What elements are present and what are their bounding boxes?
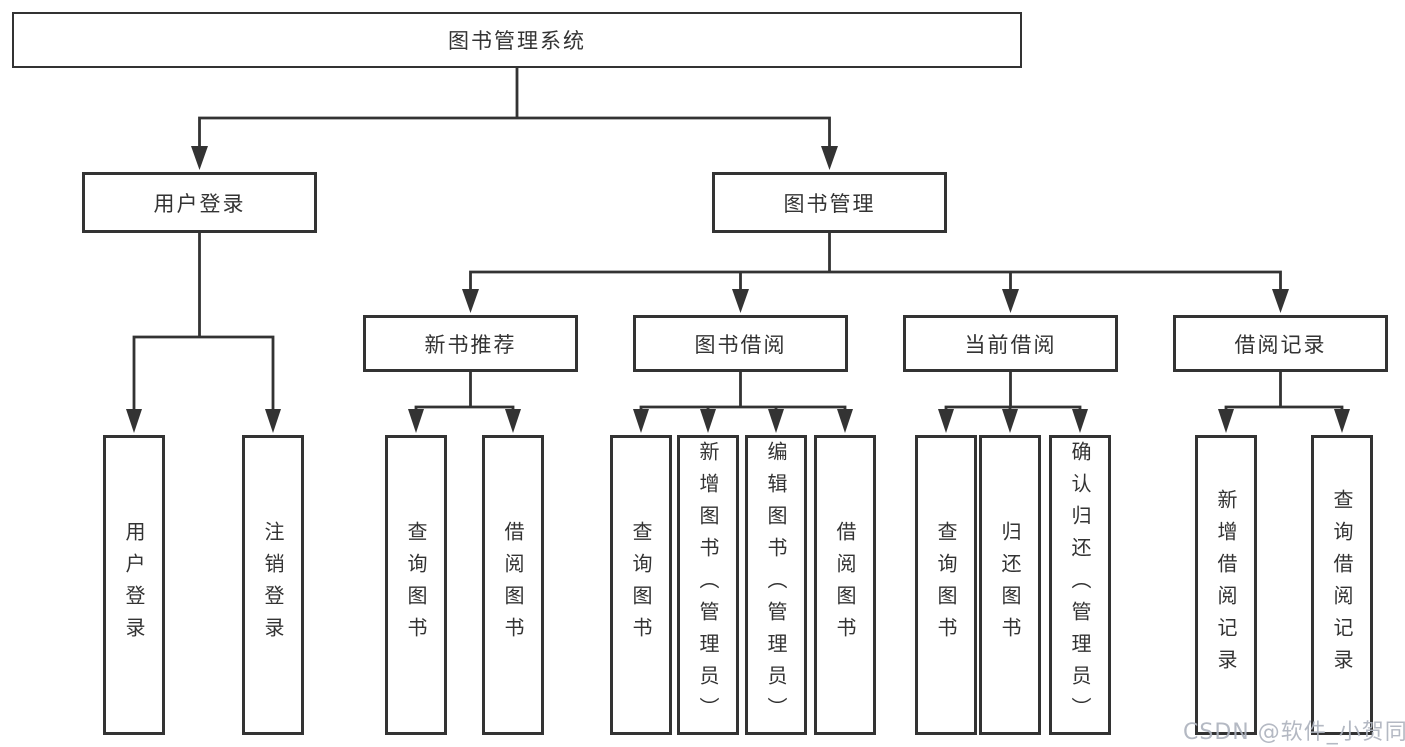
node-label: 查询图书 xyxy=(934,521,958,649)
node-label: 借阅图书 xyxy=(501,521,525,649)
arrow-icon xyxy=(1218,409,1234,433)
node-new-book-recommend: 新书推荐 xyxy=(363,315,578,372)
node-add-book-admin: 新增图书（管理员） xyxy=(677,435,739,735)
edge-root-to-level2 xyxy=(198,66,831,152)
node-label: 图书借阅 xyxy=(694,332,787,357)
node-borrowing-records: 借阅记录 xyxy=(1173,315,1388,372)
arrow-icon xyxy=(462,289,479,313)
node-book-management: 图书管理 xyxy=(712,172,947,233)
node-label: 确认归还（管理员） xyxy=(1068,441,1092,729)
arrowheads xyxy=(126,146,1350,433)
node-label: 新增借阅记录 xyxy=(1214,489,1238,681)
node-label: 查询图书 xyxy=(629,521,653,649)
node-label: 归还图书 xyxy=(998,521,1022,649)
edge-bookmgmt-to-level3 xyxy=(469,231,1282,295)
node-label: 图书管理系统 xyxy=(448,29,586,53)
node-confirm-return-admin: 确认归还（管理员） xyxy=(1049,435,1111,735)
node-label: 查询图书 xyxy=(404,521,428,649)
node-label: 借阅记录 xyxy=(1234,332,1327,357)
node-label: 编辑图书（管理员） xyxy=(764,441,788,729)
arrow-icon xyxy=(732,289,749,313)
arrow-icon xyxy=(1072,409,1088,433)
node-user-login-leaf: 用户登录 xyxy=(103,435,165,735)
node-current-borrowing: 当前借阅 xyxy=(903,315,1118,372)
node-label: 图书管理 xyxy=(783,191,876,216)
edge-newbook-to-leaves xyxy=(414,370,515,413)
node-label: 借阅图书 xyxy=(833,521,857,649)
arrow-icon xyxy=(938,409,954,433)
node-label: 当前借阅 xyxy=(964,332,1057,357)
node-label: 新增图书（管理员） xyxy=(696,441,720,729)
node-library-management-system: 图书管理系统 xyxy=(12,12,1022,68)
node-label: 注销登录 xyxy=(261,521,285,649)
node-label: 新书推荐 xyxy=(424,332,517,357)
node-borrow-books-borrowing: 借阅图书 xyxy=(814,435,876,735)
arrow-icon xyxy=(1334,409,1350,433)
arrow-icon xyxy=(265,409,281,433)
edge-bookborrow-to-leaves xyxy=(639,370,847,413)
edge-borrowrecord-to-leaves xyxy=(1224,370,1344,413)
arrow-icon xyxy=(408,409,424,433)
arrow-icon xyxy=(1272,289,1289,313)
arrow-icon xyxy=(1002,409,1018,433)
arrow-icon xyxy=(1002,289,1019,313)
arrow-icon xyxy=(126,409,142,433)
arrow-icon xyxy=(837,409,853,433)
node-edit-book-admin: 编辑图书（管理员） xyxy=(745,435,807,735)
edge-currentborrow-to-leaves xyxy=(944,370,1082,413)
arrow-icon xyxy=(700,409,716,433)
arrow-icon xyxy=(821,146,838,170)
node-query-borrow-record: 查询借阅记录 xyxy=(1311,435,1373,735)
node-label: 用户登录 xyxy=(153,191,246,216)
edge-userlogin-to-leaves xyxy=(132,231,275,414)
arrow-icon xyxy=(768,409,784,433)
watermark: CSDN @软件_小贺同学 xyxy=(1183,720,1405,745)
node-add-borrow-record: 新增借阅记录 xyxy=(1195,435,1257,735)
node-query-books-current: 查询图书 xyxy=(915,435,977,735)
node-query-books-newbook: 查询图书 xyxy=(385,435,447,735)
arrow-icon xyxy=(191,146,208,170)
node-label: 查询借阅记录 xyxy=(1330,489,1354,681)
arrow-icon xyxy=(633,409,649,433)
node-query-books-borrowing: 查询图书 xyxy=(610,435,672,735)
node-book-borrowing: 图书借阅 xyxy=(633,315,848,372)
node-borrow-books-newbook: 借阅图书 xyxy=(482,435,544,735)
node-return-books: 归还图书 xyxy=(979,435,1041,735)
node-user-login: 用户登录 xyxy=(82,172,317,233)
node-label: 用户登录 xyxy=(122,521,146,649)
arrow-icon xyxy=(505,409,521,433)
node-logout: 注销登录 xyxy=(242,435,304,735)
